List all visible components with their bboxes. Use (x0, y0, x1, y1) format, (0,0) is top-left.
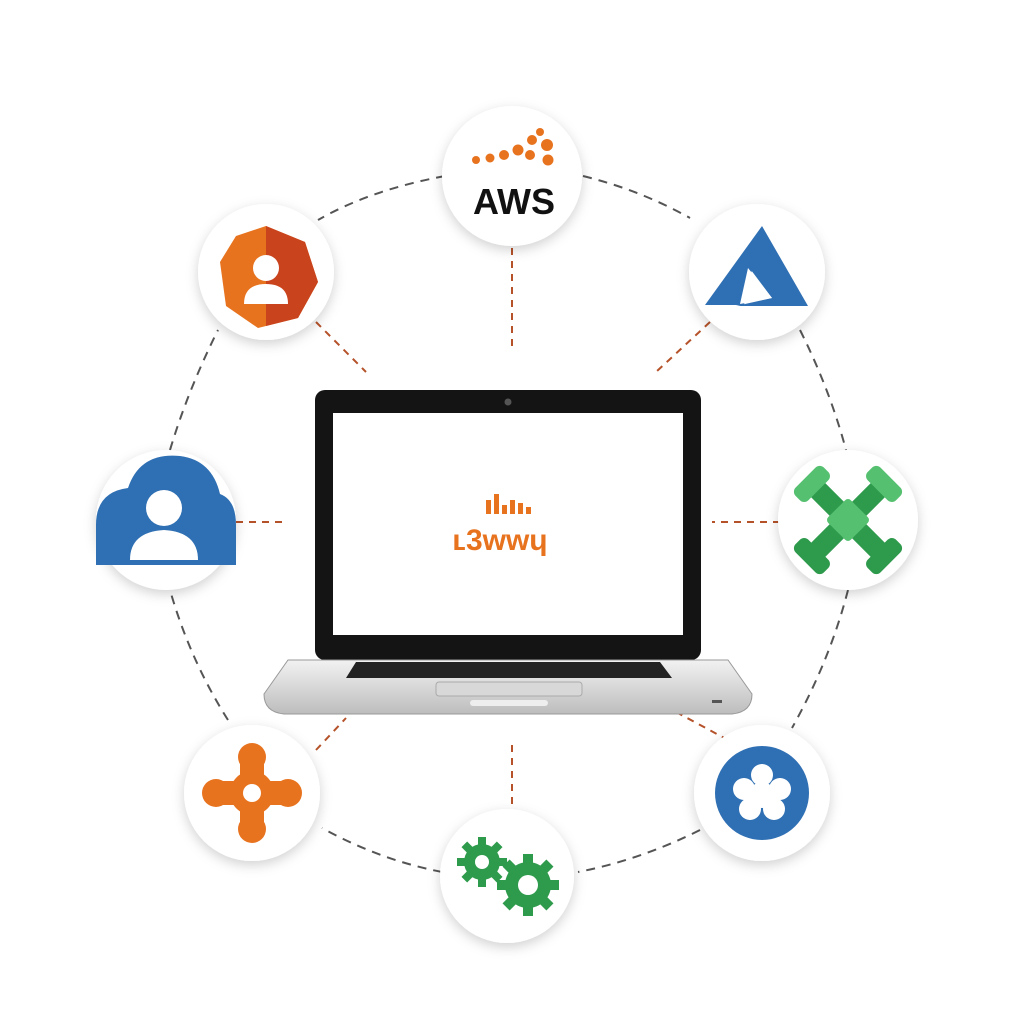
screen-logo-bars-icon (486, 494, 531, 514)
node-hex-user[interactable] (198, 204, 334, 340)
node-circle (442, 106, 582, 246)
node-aws[interactable]: AWS (442, 106, 582, 246)
laptop-front-notch (470, 700, 548, 706)
node-gears[interactable] (440, 809, 574, 943)
ring-segment (799, 329, 847, 451)
laptop-port (712, 700, 722, 703)
spokes (236, 248, 780, 810)
hexagon-user-icon (220, 226, 318, 328)
ring-segment (321, 827, 443, 873)
ring-segment (169, 589, 229, 721)
node-fan[interactable] (694, 725, 830, 861)
laptop-icon: ʟ3ᴡᴡɥ (263, 390, 753, 715)
laptop-webcam (504, 398, 512, 406)
spoke (315, 717, 347, 751)
node-puzzle[interactable] (184, 725, 320, 861)
ring-segment (169, 329, 219, 451)
spoke (655, 321, 711, 373)
outer-ring (169, 175, 849, 873)
node-integration[interactable] (763, 435, 933, 605)
green-cross-integration-icon (793, 465, 903, 575)
laptop-trackpad (435, 681, 583, 697)
aws-label: AWS (473, 181, 555, 222)
node-azure[interactable] (689, 204, 825, 340)
laptop-screen (333, 413, 683, 635)
ring-segment (317, 175, 446, 221)
azure-logo-icon (705, 226, 808, 306)
spoke (315, 321, 367, 373)
ring-segment (582, 175, 691, 219)
fan-blades (733, 764, 791, 820)
ring-segment (577, 829, 701, 873)
gears-icon (457, 837, 559, 916)
spoke (675, 711, 729, 741)
screen-logo-text: ʟ3ᴡᴡɥ (452, 524, 547, 557)
aws-logo-icon (472, 128, 554, 166)
ring-segment (791, 589, 849, 729)
laptop-keyboard (346, 662, 672, 678)
cloud-user-icon (96, 455, 236, 565)
node-cloud-user[interactable] (96, 450, 236, 590)
orange-cross-center (243, 784, 261, 802)
